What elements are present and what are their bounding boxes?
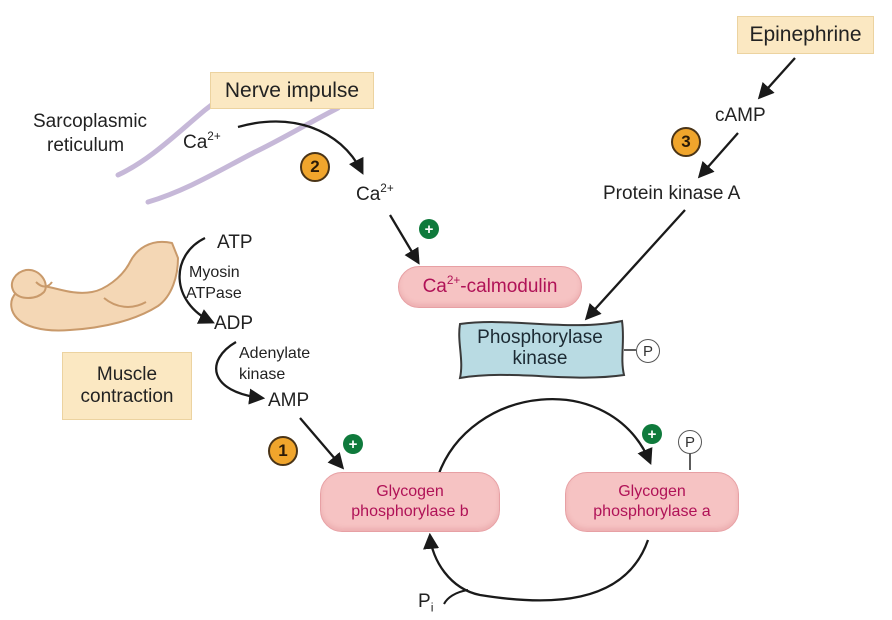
kinase-label: kinase xyxy=(239,366,286,383)
phosphorylase-kinase-line1: Phosphorylase xyxy=(477,327,603,348)
calcium-cytosol-base: Ca xyxy=(356,184,381,205)
step-badge-3: 3 xyxy=(671,127,701,157)
sarcoplasmic-label: Sarcoplasmic xyxy=(33,111,148,132)
phosphorylase-kinase-shape xyxy=(458,319,626,380)
step-badge-1: 1 xyxy=(268,436,298,466)
epinephrine-box: Epinephrine xyxy=(737,16,874,54)
arrow-pka-to-phosphorylase-kinase xyxy=(584,209,686,321)
activator-kinase: + xyxy=(642,424,662,444)
glycogen-phosphorylase-a-box: Glycogen phosphorylase a xyxy=(565,472,739,532)
atp-label: ATP xyxy=(217,232,253,253)
amp-label: AMP xyxy=(268,390,310,411)
gp-a-line1: Glycogen xyxy=(618,483,686,500)
myosin-label: Myosin xyxy=(189,264,240,281)
gp-a-line2: phosphorylase a xyxy=(593,503,711,520)
calmodulin-box: Ca2+-calmodulin xyxy=(398,266,582,308)
glycogen-phosphorylase-b-box: Glycogen phosphorylase b xyxy=(320,472,500,532)
arm-illustration xyxy=(10,240,179,332)
phosphorylase-kinase-line2: kinase xyxy=(512,347,568,369)
muscle-contraction-box: Muscle contraction xyxy=(62,352,192,420)
adenylate-label: Adenylate xyxy=(239,345,311,362)
calcium-cytosol-label: Ca2+ xyxy=(356,181,394,206)
pi-branch-line xyxy=(443,589,469,605)
calcium-cytosol-charge: 2+ xyxy=(380,181,394,195)
nerve-impulse-label: Nerve impulse xyxy=(224,78,360,102)
arrow-amp-to-gp-b xyxy=(299,417,345,470)
adp-label: ADP xyxy=(214,313,254,334)
calcium-sr-base: Ca xyxy=(183,132,208,153)
calcium-sr-charge: 2+ xyxy=(207,129,221,143)
phosphorylase-kinase-label: Phosphorylase kinase xyxy=(455,327,625,370)
calmodulin-suffix: -calmodulin xyxy=(460,276,558,297)
muscle-contraction-line1: Muscle xyxy=(96,364,158,385)
gp-b-line1: Glycogen xyxy=(376,483,444,500)
kinase-phosphate-circle: P xyxy=(636,339,660,363)
calcium-sr-label: Ca2+ xyxy=(183,129,221,154)
step-badge-2: 2 xyxy=(300,152,330,182)
muscle-contraction-line2: contraction xyxy=(80,386,174,407)
arrow-adp-to-amp xyxy=(215,341,266,405)
arrow-a-to-b-cycle xyxy=(423,532,650,602)
pi-sub: i xyxy=(430,600,434,615)
atpase-label: ATPase xyxy=(186,285,242,302)
pi-base: P xyxy=(418,591,431,612)
arrow-ca-to-calmodulin xyxy=(389,214,420,265)
calmodulin-ca-base: Ca xyxy=(422,276,447,297)
arrow-ca-release xyxy=(237,120,364,175)
reticulum-label: reticulum xyxy=(47,135,125,156)
nerve-impulse-box: Nerve impulse xyxy=(210,72,374,109)
activator-amp: + xyxy=(343,434,363,454)
calmodulin-label: Ca2+-calmodulin xyxy=(422,273,558,298)
arrow-epinephrine-to-camp xyxy=(757,57,796,100)
gp-b-line2: phosphorylase b xyxy=(351,503,469,520)
camp-label: cAMP xyxy=(715,105,766,126)
reticulum-membrane-lower xyxy=(145,105,341,205)
epinephrine-label: Epinephrine xyxy=(749,23,862,46)
protein-kinase-a-label: Protein kinase A xyxy=(603,183,741,204)
calmodulin-ca-charge: 2+ xyxy=(446,273,461,287)
arrow-b-to-a-cycle xyxy=(436,398,653,477)
gp-a-phosphate-circle: P xyxy=(678,430,702,454)
activator-calcium: + xyxy=(419,219,439,239)
arrow-atp-to-adp xyxy=(178,236,215,324)
pi-label: Pi xyxy=(418,591,434,615)
arrow-camp-to-pka xyxy=(697,132,739,179)
